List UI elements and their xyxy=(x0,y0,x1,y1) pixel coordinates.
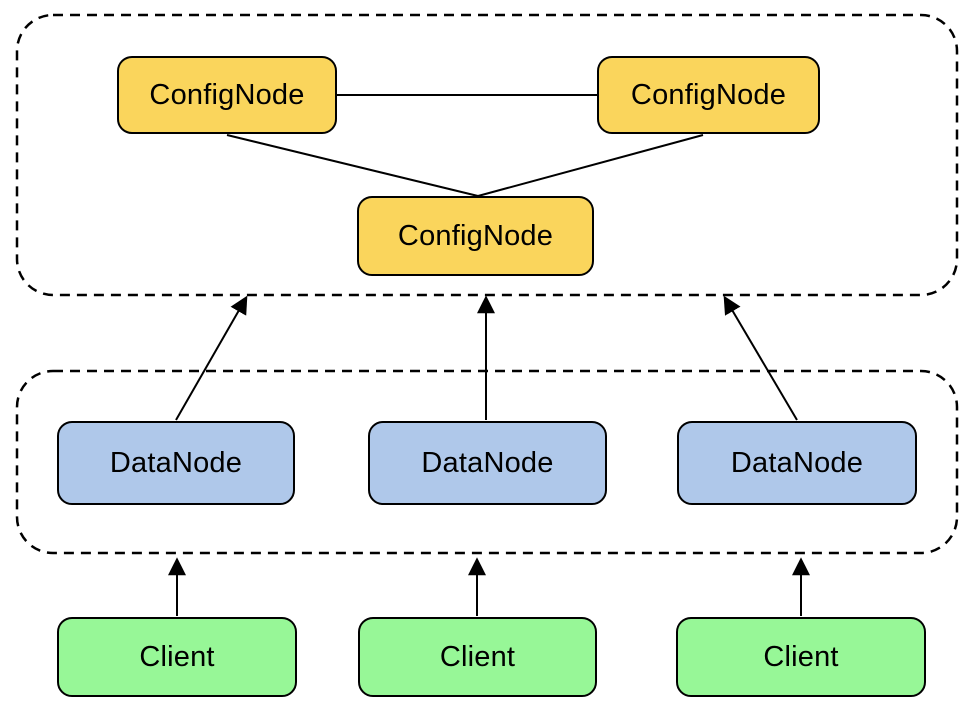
client-2: Client xyxy=(358,617,597,697)
confignode-3-label: ConfigNode xyxy=(397,219,554,252)
client-1-label: Client xyxy=(139,640,215,673)
datanode-3-label: DataNode xyxy=(730,446,864,479)
client-1: Client xyxy=(57,617,297,697)
client-2-label: Client xyxy=(439,640,516,673)
confignode2-confignode3-link xyxy=(477,134,704,197)
confignode-2-label: ConfigNode xyxy=(630,78,787,111)
client-3: Client xyxy=(676,617,926,697)
datanode1-to-confignode-cluster-arrow xyxy=(175,295,248,421)
datanode-1: DataNode xyxy=(57,421,295,505)
datanode-1-label: DataNode xyxy=(109,446,243,479)
datanode-3: DataNode xyxy=(677,421,917,505)
confignode-cluster-border xyxy=(15,13,959,297)
datanode3-to-confignode-cluster-arrow xyxy=(723,295,798,421)
confignode-2: ConfigNode xyxy=(597,56,820,134)
confignode-3: ConfigNode xyxy=(357,196,594,276)
confignode-1: ConfigNode xyxy=(117,56,337,134)
confignode1-confignode3-link xyxy=(226,134,479,197)
client-3-label: Client xyxy=(763,640,839,673)
datanode-2: DataNode xyxy=(368,421,607,505)
confignode-1-label: ConfigNode xyxy=(149,78,305,111)
datanode-2-label: DataNode xyxy=(421,446,554,479)
